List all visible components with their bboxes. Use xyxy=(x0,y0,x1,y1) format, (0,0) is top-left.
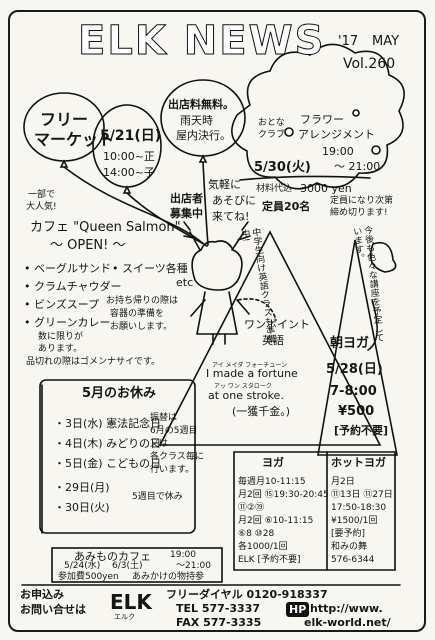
cafe-open: 〜 OPEN! 〜 xyxy=(50,238,126,253)
footer-fax: FAX 577-3335 xyxy=(176,616,262,629)
cafe-etc: etc xyxy=(176,276,194,289)
morning-yoga-time: 7-8:00 xyxy=(330,384,377,399)
footer-url1[interactable]: http://www. xyxy=(310,602,383,615)
cafe-popular2: 大人気! xyxy=(26,202,57,212)
flea-casual2: あそびに xyxy=(212,194,256,207)
flower-time-end: 〜 21:00 xyxy=(334,160,381,173)
hot-yoga-schedule: 月2日 ⑪13日 ⑪27日 17:50-18:30 ¥1500/1回 [要予約]… xyxy=(331,477,393,565)
flower-fee-label: 材料代込 xyxy=(256,184,293,194)
cafe-menu-item: • クラムチャウダー xyxy=(24,280,122,293)
english-phrase1: I made a fortune xyxy=(206,367,298,380)
holiday-row: ・29日(月) xyxy=(54,481,110,494)
footer-org: ELK xyxy=(110,590,152,614)
english-translation: (一獲千金。) xyxy=(232,405,291,418)
flower-club: クラブ xyxy=(258,130,286,140)
cafe-limited1: 数に限りが xyxy=(38,332,84,342)
cafe-menu-item: • ビンズスープ xyxy=(24,298,100,311)
flower-capacity: 定員20名 xyxy=(262,200,311,213)
amimono-title: あみものカフェ xyxy=(74,550,151,563)
flower-deadline2: 締め切ります! xyxy=(330,208,388,218)
holiday-title: 5月のお休み xyxy=(82,386,157,401)
english-ruby2: アッ ワン スタローク xyxy=(214,383,272,390)
cafe-sweets: • スイーツ各種 xyxy=(112,262,188,275)
holiday-fifth-week: 5週目で休み xyxy=(132,492,183,502)
masthead-month: MAY xyxy=(372,34,400,49)
masthead-title: ELK NEWS xyxy=(77,18,326,65)
hot-yoga-title: ホットヨガ xyxy=(331,456,386,469)
flower-deadline1: 定員になり次第 xyxy=(330,196,394,206)
flea-time1: 10:00~正 xyxy=(103,150,155,163)
yoga-title: ヨガ xyxy=(262,456,284,469)
holiday-row: ・5日(金) こどもの日 xyxy=(54,457,162,470)
flea-title-2: マーケット xyxy=(34,130,115,149)
footer-org-kana: エルク xyxy=(114,613,135,621)
morning-yoga-fee: ¥500 xyxy=(338,404,375,419)
morning-yoga-date: 5/28(日) xyxy=(326,362,383,377)
flea-casual3: 来てね! xyxy=(212,210,250,223)
masthead-year: '17 xyxy=(338,34,359,49)
holiday-makeup: 振替は 6月の5週目 又は 各クラス毎に 行います。 xyxy=(150,413,204,475)
cafe-popular1: 一部で xyxy=(28,190,56,200)
holiday-row: ・30日(火) xyxy=(54,501,110,514)
amimono-note: あみかけの物持参 xyxy=(132,572,205,582)
amimono-time2: 〜21:00 xyxy=(176,561,211,571)
amimono-fee: 参加費500yen xyxy=(58,572,119,582)
footer-freedial: フリーダイヤル 0120-918337 xyxy=(166,588,328,601)
flower-title1: フラワー xyxy=(300,113,344,126)
english-title1: ワンポイント xyxy=(244,318,310,331)
english-phrase2: at one stroke. xyxy=(208,389,284,402)
holiday-row: ・3日(水) 憲法記念日 xyxy=(54,417,162,430)
flea-rain2: 屋内決行。 xyxy=(176,129,231,142)
flea-casual1: 気軽に xyxy=(208,178,241,191)
flower-adult: おとな xyxy=(258,118,285,128)
cafe-limited3: 品切れの際はゴメンナサイです。 xyxy=(26,357,161,367)
holiday-list: ・3日(水) 憲法記念日 ・4日(木) みどりの日 ・5日(金) こどもの日 ・… xyxy=(54,414,161,518)
morning-yoga-title: 朝ヨガ xyxy=(330,336,370,351)
footer-apply2: お問い合せは xyxy=(20,603,86,616)
english-title2: 英語 xyxy=(262,334,284,347)
amimono-date2: 6/3(土) xyxy=(112,561,143,571)
footer-tel: TEL 577-3337 xyxy=(176,602,260,615)
cafe-name: カフェ "Queen Salmon" xyxy=(30,220,181,235)
cafe-menu-item: • ベーグルサンド xyxy=(24,262,111,275)
morning-yoga-reservation: [予約不要] xyxy=(334,424,389,437)
amimono-date: 5/24(水) xyxy=(64,561,101,571)
yoga-schedule: 毎週月10-11:15 月2回 ⑮19:30-20:45 ⑪②⑲ 月2回 ⑥10… xyxy=(238,477,329,565)
hp-badge: HP xyxy=(286,602,310,617)
cafe-limited2: あります。 xyxy=(38,344,83,354)
amimono-time1: 19:00 xyxy=(170,550,196,560)
footer-url2[interactable]: elk-world.net/ xyxy=(304,616,391,629)
cafe-container3: お願いします。 xyxy=(110,322,173,332)
masthead-volume: Vol.260 xyxy=(343,56,396,72)
footer-apply1: お申込み xyxy=(20,588,64,601)
cafe-container2: 容器の準備を xyxy=(110,309,165,319)
english-ruby1: アイ メイダ フォーチューン xyxy=(212,362,287,369)
flower-title2: アレンジメント xyxy=(298,128,375,141)
flea-exhibitors2: 募集中 xyxy=(170,207,203,220)
flea-rain1: 雨天時 xyxy=(180,114,213,127)
flea-title-1: フリー xyxy=(40,110,89,129)
flea-date: 5/21(日) xyxy=(100,128,162,144)
flower-date: 5/30(火) xyxy=(254,160,311,175)
flower-fee: 3000 yen xyxy=(300,182,352,195)
newsletter-page xyxy=(8,10,426,632)
flea-free-entry: 出店料無料。 xyxy=(168,98,234,111)
cafe-container1: お持ち帰りの際は xyxy=(106,296,179,306)
cafe-menu-list: • ベーグルサンド • クラムチャウダー • ビンズスープ • グリーンカレー xyxy=(24,262,122,330)
flea-time2: 14:00~子 xyxy=(103,166,155,179)
cafe-menu-item: • グリーンカレー xyxy=(24,316,111,329)
flower-time-start: 19:00 xyxy=(322,145,354,158)
flea-exhibitors1: 出店者 xyxy=(170,192,203,205)
holiday-row: ・4日(木) みどりの日 xyxy=(54,437,162,450)
